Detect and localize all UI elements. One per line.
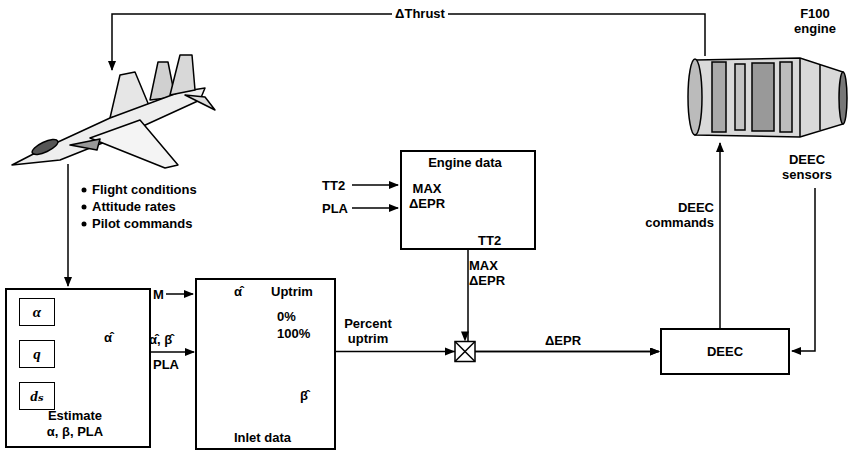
signal-label: M — [153, 287, 164, 302]
signal-label: α̂ — [104, 330, 112, 345]
uptrim-box: UptrimInlet data — [195, 278, 336, 450]
engine-illustration — [688, 58, 847, 137]
sensor-box: α — [19, 298, 55, 326]
box-text: Inlet data — [197, 430, 328, 445]
signal-label: ΔEPR — [545, 333, 581, 348]
signal-label: DEEC commands — [626, 200, 714, 230]
signal-label: 100% — [277, 326, 310, 341]
signal-label: PLA — [322, 201, 348, 216]
signal-label: PLA — [153, 357, 179, 372]
connector-label: MAX ΔEPR — [469, 258, 517, 288]
signal-label: TT2 — [478, 233, 501, 248]
mach-input-line — [166, 293, 193, 295]
thrust-feedback-line — [112, 14, 705, 70]
multiplier-symbol — [455, 342, 475, 362]
connector-label: Percent uptrim — [336, 316, 400, 346]
signal-label: β̂ — [300, 388, 308, 403]
signal-label: MAX ΔEPR — [405, 181, 449, 211]
bullet-dot — [82, 205, 87, 210]
sensor-box: dₛ — [19, 382, 55, 410]
signal-connector — [468, 250, 659, 352]
bullet-dot — [82, 222, 87, 227]
signal-label: DEEC sensors — [768, 152, 846, 182]
pla-input-line — [352, 207, 398, 209]
signal-line — [67, 164, 69, 286]
signal-label: α̂ — [234, 284, 242, 299]
estimate-box: Estimateα, β, PLA α q dₛ — [5, 288, 151, 448]
bullet-dot — [82, 188, 87, 193]
signal-label: TT2 — [322, 178, 345, 193]
box-title: Engine data — [402, 155, 528, 170]
box-text: α, β, PLA — [7, 424, 143, 439]
sensor-box: q — [19, 340, 55, 368]
signal-connector — [151, 351, 194, 353]
tt2-input-line — [352, 184, 398, 186]
signal-label: Pilot commands — [92, 216, 192, 231]
box-title: Uptrim — [271, 284, 313, 299]
box-title: α — [33, 305, 41, 320]
connector-label: α̂, β̂ — [149, 332, 172, 347]
box-title: DEEC — [707, 344, 743, 359]
command-line — [719, 143, 721, 328]
signal-label: 0% — [277, 309, 296, 324]
deec-box: DEEC — [660, 328, 790, 375]
signal-label: Flight conditions — [92, 182, 197, 197]
signal-label: ΔThrust — [392, 6, 448, 21]
signal-label: F100 engine — [783, 6, 847, 36]
aircraft-illustration — [12, 55, 215, 168]
box-title: q — [33, 347, 41, 362]
box-title: dₛ — [30, 389, 43, 404]
sensor-line — [792, 188, 815, 351]
box-title: Estimate — [7, 408, 143, 423]
signal-label: Attitude rates — [92, 199, 176, 214]
